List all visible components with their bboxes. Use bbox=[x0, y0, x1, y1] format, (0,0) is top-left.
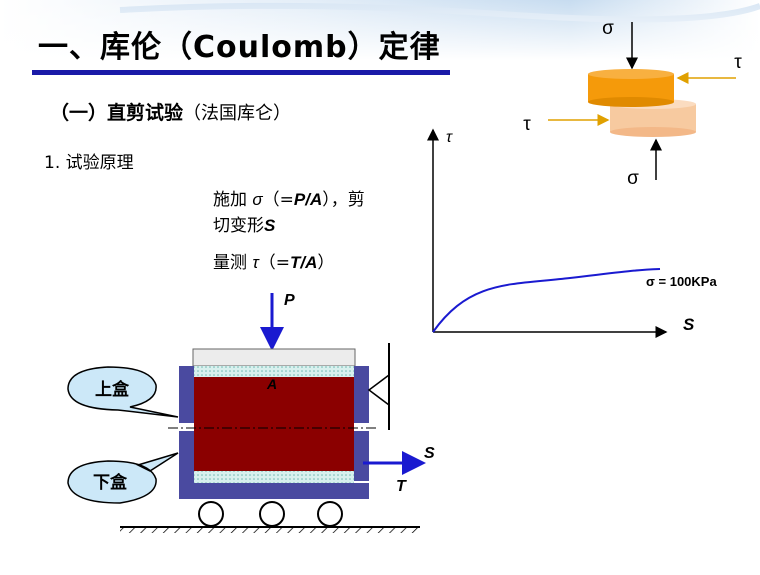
loading-plate bbox=[192, 348, 356, 367]
desc-text: 施加 bbox=[213, 190, 253, 210]
desc-text: （= bbox=[258, 253, 291, 273]
upper-box-callout bbox=[67, 366, 179, 418]
lower-box-callout bbox=[67, 452, 179, 504]
displacement-label: S bbox=[424, 445, 435, 462]
load-label: P bbox=[284, 292, 295, 309]
lower-box-left-wall bbox=[179, 431, 194, 499]
ground-hatch bbox=[120, 527, 420, 533]
top-porous-stone bbox=[194, 366, 354, 377]
section-heading-text: （一）直剪试验 bbox=[50, 102, 184, 124]
stress-strain-curve bbox=[432, 268, 661, 333]
lower-box-base bbox=[179, 483, 369, 499]
force-label: T bbox=[396, 478, 407, 495]
desc-sigma: σ bbox=[252, 190, 263, 209]
area-label: A bbox=[266, 376, 277, 392]
tau-right-label: τ bbox=[734, 52, 742, 73]
description-line-1: 施加 σ（=P/A），剪 bbox=[213, 185, 365, 210]
x-axis-label: S bbox=[683, 315, 695, 334]
sigma-top-label: σ bbox=[602, 18, 614, 39]
upper-box-right-wall bbox=[354, 366, 369, 423]
curve-label: σ = 100KPa bbox=[646, 274, 717, 289]
principle-label: 1. 试验原理 bbox=[44, 153, 134, 173]
sigma-bottom-label: σ bbox=[627, 168, 639, 188]
desc-text: ），剪 bbox=[322, 190, 365, 210]
roller bbox=[259, 501, 285, 527]
desc-formula: P/A bbox=[293, 190, 323, 209]
tau-left-label: τ bbox=[523, 114, 531, 135]
section-note: （法国库仑） bbox=[183, 103, 292, 124]
slide-title: 一、库伦（Coulomb）定律 bbox=[38, 30, 441, 65]
section-heading: （一）直剪试验（法国库仑） bbox=[50, 98, 291, 125]
lower-box-label: 下盒 bbox=[93, 472, 128, 492]
description-line-3: 量测 τ（=T/A） bbox=[213, 248, 334, 273]
header-background bbox=[0, 0, 760, 60]
reaction-support bbox=[367, 373, 390, 407]
upper-box-left-wall bbox=[179, 366, 194, 423]
soil-sample bbox=[194, 377, 354, 471]
desc-text: （= bbox=[262, 190, 294, 210]
desc-formula: T/A bbox=[290, 253, 318, 272]
roller bbox=[317, 501, 343, 527]
upper-box-label: 上盒 bbox=[95, 379, 130, 399]
y-axis-label: τ bbox=[446, 129, 453, 146]
roller bbox=[198, 501, 224, 527]
bottom-porous-stone bbox=[194, 471, 354, 483]
tau-s-graph: τ S σ = 100KPa bbox=[427, 128, 717, 338]
description-line-2: 切变形S bbox=[213, 211, 275, 236]
desc-tau: τ bbox=[252, 253, 259, 272]
lower-box-right-wall bbox=[354, 431, 369, 481]
title-underline bbox=[32, 70, 450, 75]
shear-apparatus-diagram: P A S T 上盒 下盒 bbox=[67, 292, 435, 533]
desc-s: S bbox=[264, 216, 276, 235]
desc-text: 切变形 bbox=[213, 216, 264, 236]
stress-element-diagram: σ τ τ σ bbox=[523, 18, 742, 188]
desc-text: 量测 bbox=[213, 253, 253, 273]
desc-text: ） bbox=[317, 253, 335, 273]
upper-disc bbox=[588, 69, 674, 107]
